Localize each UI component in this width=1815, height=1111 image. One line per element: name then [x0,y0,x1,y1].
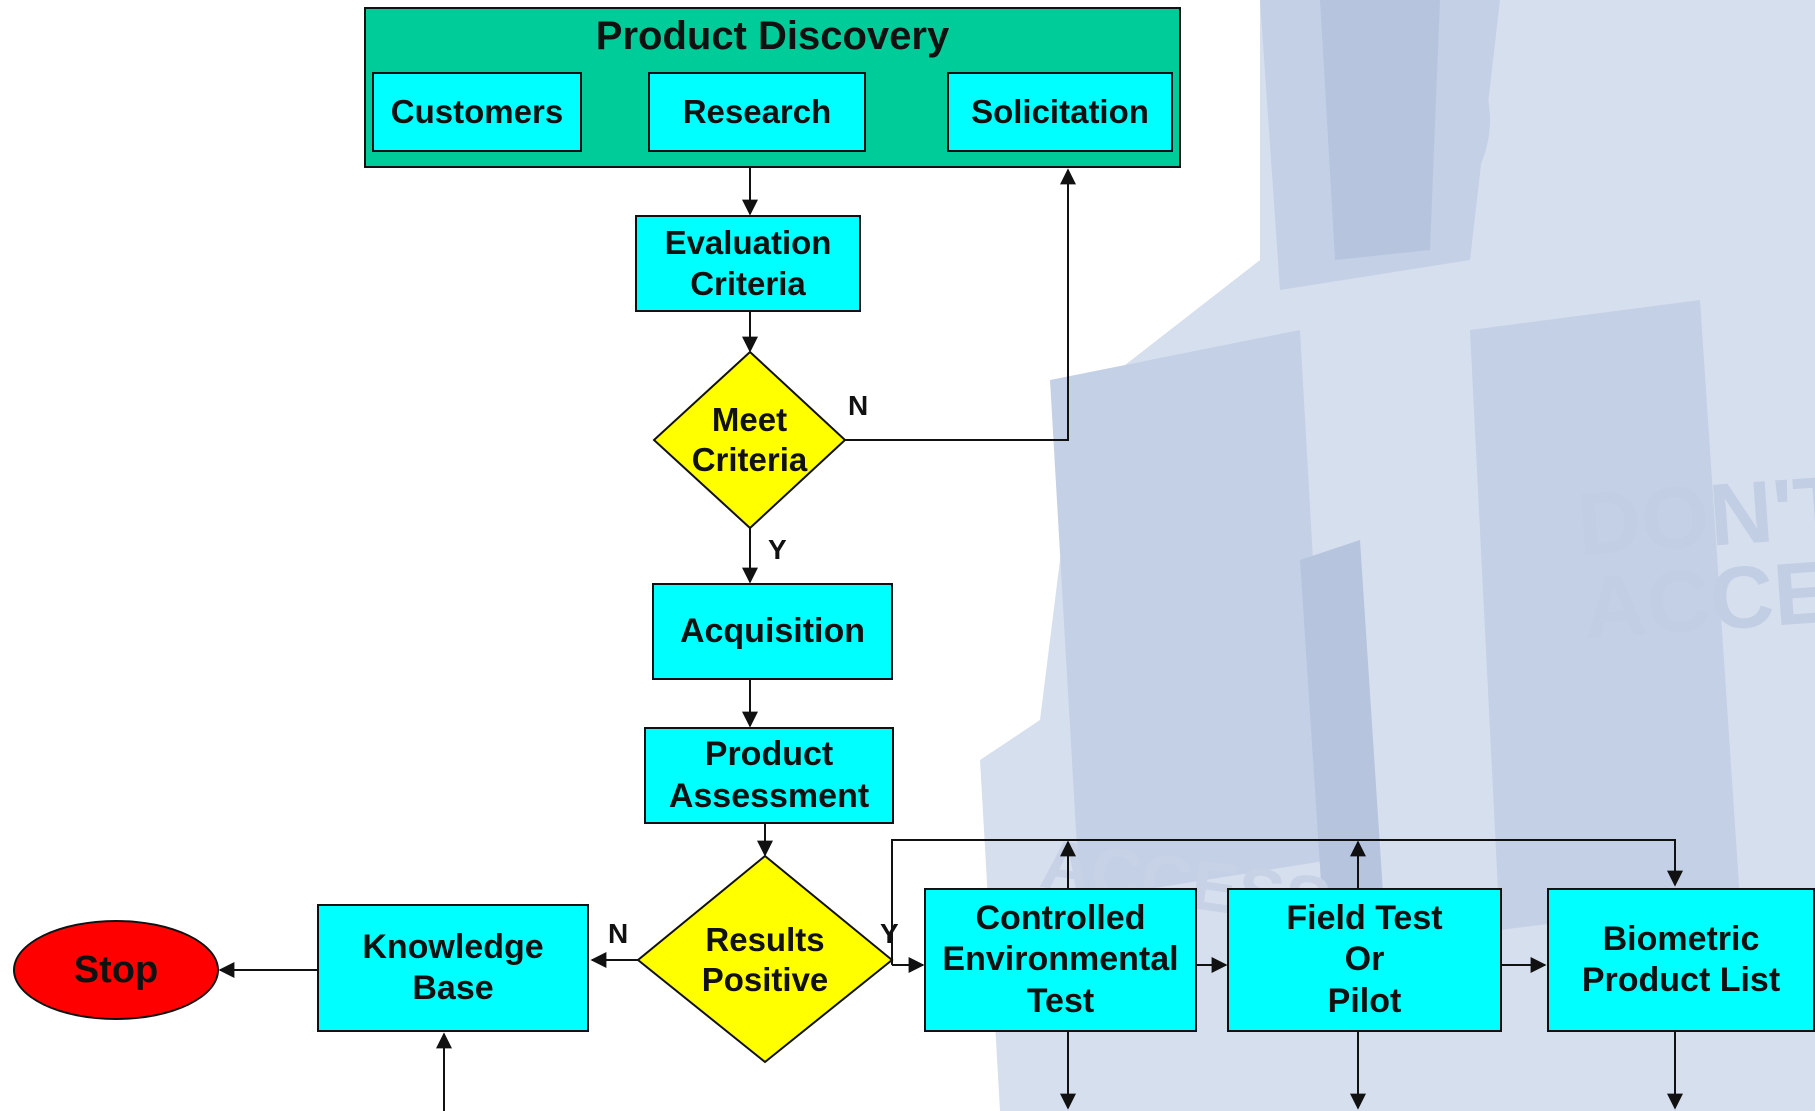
edge-meet-no-solicitation [845,168,1076,441]
solicitation-box: Solicitation [947,72,1173,152]
research-box: Research [648,72,866,152]
results-positive-diamond [636,854,894,1064]
controlled-environmental-test-box: Controlled Environmental Test [924,888,1197,1032]
acquisition-box: Acquisition [652,583,893,680]
edge-feedback-loop [891,839,1683,965]
results-yes-label: Y [880,918,899,949]
meet-criteria-diamond [652,350,847,530]
knowledge-base-box: Knowledge Base [317,904,589,1032]
meet-yes-label: Y [768,534,787,565]
results-no-label: N [608,918,629,949]
evaluation-criteria-box: Evaluation Criteria [635,215,861,312]
biometric-product-list-box: Biometric Product List [1547,888,1815,1032]
meet-criteria-label: Meet Criteria [691,400,808,478]
meet-no-label: N [848,390,869,421]
customers-box: Customers [372,72,582,152]
stop-terminal: Stop [13,920,219,1020]
product-assessment-box: Product Assessment [644,727,894,824]
results-positive-label: Results Positive [701,920,829,998]
field-test-or-pilot-box: Field Test Or Pilot [1227,888,1502,1032]
product-discovery-title: Product Discovery [595,14,950,58]
